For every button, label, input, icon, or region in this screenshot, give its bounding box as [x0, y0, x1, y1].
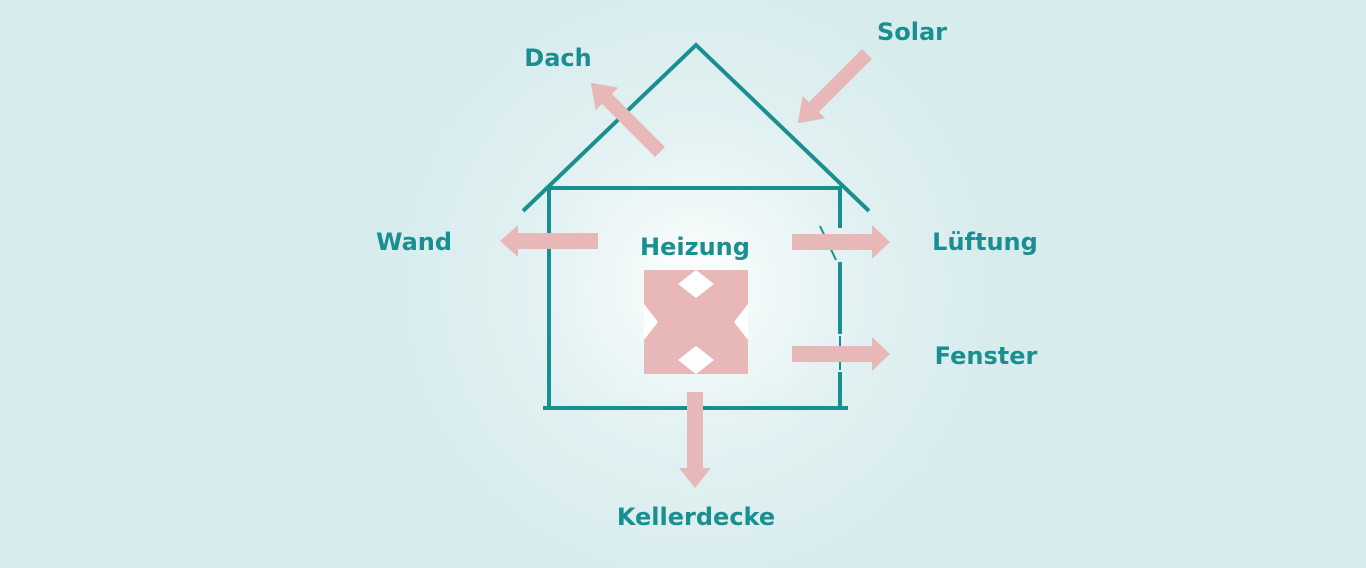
- heater-icon: [644, 270, 748, 374]
- roof: [521, 42, 871, 213]
- label-heizung: Heizung: [640, 233, 750, 261]
- label-dach: Dach: [524, 44, 591, 72]
- label-wand: Wand: [376, 228, 452, 256]
- heat-arrows: [500, 49, 890, 488]
- dach-arrow: [590, 82, 665, 157]
- wand-arrow: [500, 225, 598, 257]
- lueftung-arrow: [792, 225, 890, 259]
- heater-notch-left: [644, 304, 658, 340]
- solar-arrow: [797, 49, 872, 124]
- label-kellerdecke: Kellerdecke: [617, 503, 775, 531]
- label-lueftung: Lüftung: [932, 228, 1038, 256]
- labels: Dach Solar Wand Heizung Lüftung Fenster …: [376, 18, 1038, 531]
- fenster-arrow: [792, 337, 890, 371]
- heater-notch-top: [678, 270, 714, 298]
- heater-notch-bottom: [678, 346, 714, 374]
- label-solar: Solar: [877, 18, 947, 46]
- kellerdecke-arrow: [679, 392, 711, 488]
- heater-notch-right: [734, 304, 748, 340]
- house-outline: [521, 42, 871, 410]
- label-fenster: Fenster: [935, 342, 1038, 370]
